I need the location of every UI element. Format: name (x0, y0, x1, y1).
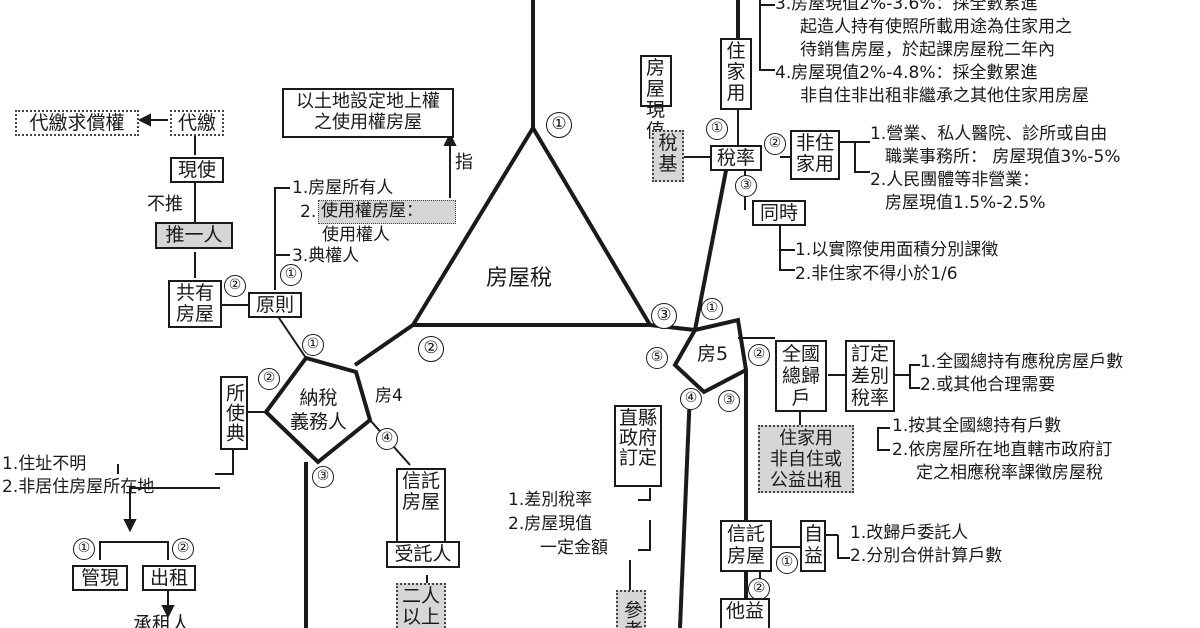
line-to-nashui (353, 323, 415, 367)
mix-item-1: 1.以實際使用面積分別課徵 (795, 240, 999, 260)
marker-3: ③ (718, 390, 740, 412)
daijiao-qiu-box: 代繳求償權 (15, 110, 139, 136)
xianshi-box: 現使 (170, 157, 224, 183)
rate-3-line-1: 3.房屋現值2%-3.6%：採全數累進 (775, 0, 1038, 14)
triangle-left-edge (411, 126, 535, 327)
gongyou-box: 共有 房屋 (168, 280, 222, 328)
marker-2: ② (258, 368, 280, 390)
fang4-label: 房4 (375, 386, 403, 406)
rate-3-line-3: 待銷售房屋，於起課房屋稅二年內 (800, 40, 1055, 60)
quanguo-box: 全國 總歸 戶 (775, 340, 827, 412)
daijiao-box: 代繳 (170, 110, 224, 136)
owners-item-2-box: 使用權房屋： (318, 200, 456, 224)
marker-2: ② (418, 336, 444, 362)
biz-1-line-1: 1.營業、私人醫院、診所或自由 (870, 124, 1108, 144)
hold-item-1: 1.按其全國總持有戶數 (892, 416, 1062, 436)
owners-item-2-text: 使用權房屋 (321, 201, 406, 221)
cankao-box: 參考 (616, 590, 646, 628)
zhujia-box: 住家用 (720, 38, 752, 110)
marker-2: ② (172, 538, 194, 560)
marker-2: ② (748, 344, 770, 366)
feizhujia-box: 非住 家用 (790, 130, 840, 180)
pentagon-fang5 (672, 317, 749, 395)
rate-4-line-1: 4.房屋現值2%-4.8%：採全數累進 (775, 63, 1038, 83)
chuzu-box: 出租 (142, 565, 196, 591)
marker-2: ② (748, 578, 770, 600)
shuilv-box: 稅率 (710, 145, 762, 171)
quanguo-item-1: 1.全國總持有應稅房屋戶數 (920, 352, 1124, 372)
butui-label: 不推 (147, 194, 183, 215)
mix-item-2: 2.非住家不得小於1/6 (795, 264, 958, 284)
tongshi-box: 同時 (752, 200, 806, 226)
erren-box: 二人以上 (396, 583, 446, 628)
owners-item-3: 3.典權人 (292, 246, 360, 266)
zhi-label: 指 (455, 152, 473, 173)
tayi-box: 他益 (720, 598, 770, 628)
diff-item-2-line-1: 2.房屋現值 (508, 514, 593, 534)
yuanze-box: 原則 (248, 292, 302, 318)
marker-3: ③ (312, 466, 334, 488)
zhixian-box: 直縣政府訂定 (614, 405, 662, 487)
fangwu-xianzhi-box: 房屋現值 (640, 55, 672, 142)
rate-3-line-2: 起造人持有使照所載用途為住家用之 (800, 17, 1072, 37)
marker-3: ③ (735, 175, 757, 197)
marker-2: ② (764, 133, 786, 155)
marker-1: ① (302, 334, 324, 356)
triangle-right-edge (531, 126, 652, 327)
line-fang5-up (693, 149, 732, 331)
zyi-item-2: 2.分別合併計算戶數 (850, 546, 1003, 566)
line-fang5-down (678, 391, 692, 628)
marker-3: ③ (651, 303, 677, 329)
owners-item-1: 1.房屋所有人 (292, 178, 394, 198)
suoshidian-box: 所使典 (220, 376, 248, 450)
marker-1: ① (706, 118, 728, 140)
hold-item-2-line-2: 定之相應稅率課徵房屋稅 (916, 463, 1103, 483)
marker-1: ① (280, 264, 302, 286)
owners-item-2-holder: 使用權人 (322, 225, 390, 245)
nashui-label: 納稅 義務人 (290, 387, 348, 433)
hold-item-2-line-1: 2.依房屋所在地直轄市政府訂 (892, 440, 1113, 460)
owners-item-2-colon: ： (406, 201, 423, 221)
zhujia-gray-box: 住家用 非自住或 公益出租 (758, 425, 854, 493)
marker-2: ② (224, 275, 246, 297)
zyi-item-1: 1.改歸戶委託人 (850, 523, 969, 543)
shoutuoren-box: 受託人 (386, 541, 460, 568)
pentagon-nashui (263, 355, 373, 465)
xintuo-fangwu-box: 信託房屋 (396, 468, 446, 546)
marker-4: ④ (376, 428, 398, 450)
biz-2-line-2: 房屋現值1.5%-2.5% (885, 193, 1046, 213)
biz-1-line-2: 職業事務所： 房屋現值3%-5% (885, 147, 1121, 167)
rate-4-line-2: 非自住非出租非繼承之其他住家用房屋 (800, 86, 1089, 106)
land-right-box: 以土地設定地上權 之使用權房屋 (282, 88, 454, 138)
center-title: 房屋稅 (486, 266, 553, 291)
shuiji-box: 稅基 (652, 130, 684, 182)
quanguo-item-2: 2.或其他合理需要 (920, 375, 1056, 395)
biz-2-line-1: 2.人民團體等非營業： (870, 170, 1040, 190)
marker-1: ① (546, 112, 572, 138)
zyi-box: 自益 (800, 520, 826, 572)
chengzuren-label: 承租人 (133, 613, 191, 628)
owners-item-2: 2. (300, 202, 317, 222)
marker-1: ① (73, 538, 95, 560)
fang5-label: 房5 (697, 343, 729, 365)
address-item-1: 1.住址不明 (2, 454, 87, 474)
marker-4: ④ (680, 388, 702, 410)
tuiyiren-box: 推一人 (155, 222, 233, 249)
marker-1: ① (701, 298, 723, 320)
xintuo2-box: 信託 房屋 (720, 520, 772, 572)
marker-5: ⑤ (646, 347, 668, 369)
guanxian-box: 管現 (72, 565, 128, 591)
marker-1: ① (776, 552, 798, 574)
diff-item-1: 1.差別稅率 (508, 490, 593, 510)
dingding-box: 訂定 差別 稅率 (845, 340, 895, 412)
address-item-2: 2.非居住房屋所在地 (2, 477, 155, 497)
diff-item-2-line-2: 一定金額 (540, 538, 608, 558)
